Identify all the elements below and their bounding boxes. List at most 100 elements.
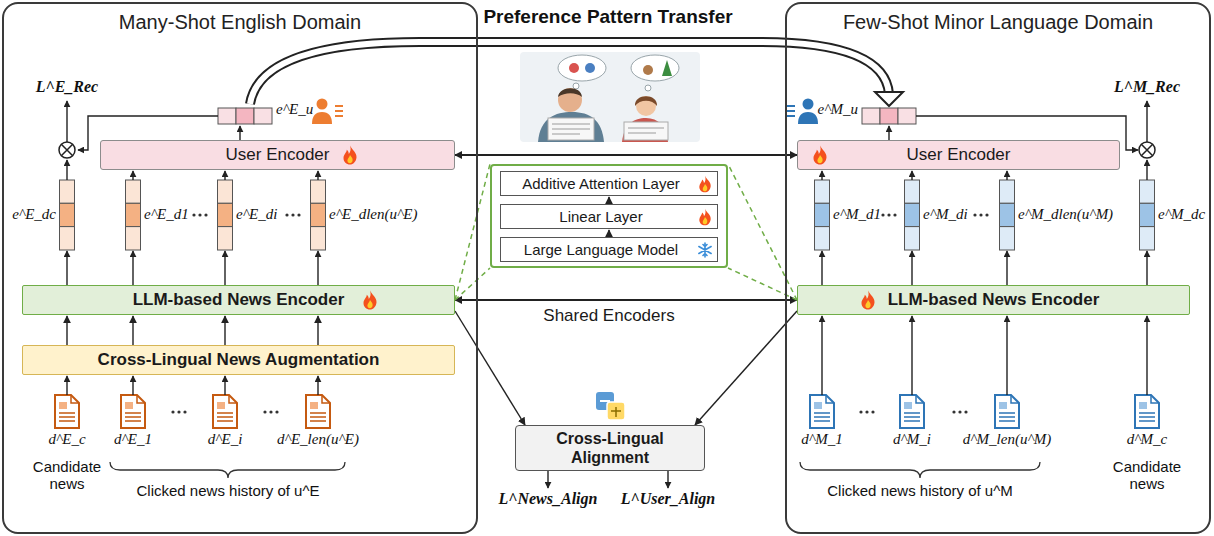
news-embedding [60, 203, 75, 226]
news-document-icon [999, 402, 1007, 409]
ellipsis-dots [177, 410, 180, 413]
flow-arrow [911, 171, 912, 180]
ellipsis-dots [297, 213, 300, 216]
connector-arrow [66, 316, 67, 345]
flow-arrow [911, 251, 912, 285]
news-document-icon [213, 395, 237, 428]
flow-arrow [1006, 171, 1007, 180]
group-caption: Shared Encoders [492, 306, 726, 326]
flow-arrow [224, 171, 225, 180]
trainable-flame-icon [364, 291, 377, 310]
flow-arrow [821, 316, 822, 395]
news-embedding [311, 203, 326, 226]
news-embedding [1000, 180, 1015, 203]
product-operator [61, 144, 72, 155]
augmentation-box: Cross-Lingual News Augmentation [22, 345, 455, 375]
readers-illustration [624, 122, 668, 140]
news-document-icon [1139, 413, 1155, 421]
ellipsis-dots [979, 213, 982, 216]
news-document-icon [1011, 395, 1019, 403]
news-document-icon [306, 395, 330, 428]
ellipsis-dots [859, 410, 862, 413]
flow-arrow [1006, 251, 1007, 285]
trainable-flame-icon [344, 146, 357, 165]
readers-illustration [662, 60, 672, 76]
flow-arrow [888, 126, 889, 140]
connector-arrow [317, 316, 318, 345]
news-embedding [905, 227, 920, 250]
zoom-guide-line [455, 164, 490, 300]
news-embedding [815, 203, 830, 226]
news-document-icon [1139, 402, 1147, 409]
ellipsis-dots [964, 410, 967, 413]
connector-arrow [132, 316, 133, 345]
connector-arrow [455, 154, 797, 156]
connector-arrow [695, 311, 797, 425]
news-document-icon [995, 395, 1019, 428]
news-embedding [218, 180, 233, 250]
readers-illustration [635, 96, 657, 106]
news-document-icon [1151, 395, 1159, 403]
math-symbol: d^E_len(u^E) [277, 431, 359, 448]
encoder-box: LLM-based News Encoder [22, 285, 455, 315]
loss-symbol: L^User_Align [621, 490, 715, 508]
news-document-icon [213, 395, 237, 428]
trainable-flame-icon [347, 155, 352, 163]
product-operator [59, 142, 75, 158]
news-embedding [60, 180, 75, 250]
math-symbol: e^E_d1 [144, 206, 189, 223]
trainable-flame-icon [865, 300, 870, 308]
math-symbol: d^E_1 [114, 431, 152, 448]
trainable-flame-icon [699, 175, 710, 192]
news-document-icon [310, 413, 326, 421]
flow-arrow [67, 101, 1147, 488]
news-document-icon [999, 413, 1015, 421]
readers-illustration [569, 63, 579, 73]
news-document-icon [322, 395, 330, 403]
connector-arrow [455, 311, 525, 425]
math-symbol: e^M_u [818, 101, 858, 118]
news-document-icon [125, 413, 141, 421]
flow-arrow [66, 376, 67, 395]
math-symbol: e^M_di [923, 206, 968, 223]
connector-arrow [608, 230, 609, 237]
news-document-icon [810, 395, 834, 428]
encoder-box: User Encoder [100, 140, 455, 170]
readers-illustration [558, 88, 582, 112]
news-document-icon [121, 395, 145, 428]
news-document-icon [916, 395, 924, 403]
user-icon [787, 106, 795, 116]
user-embedding [898, 108, 916, 124]
news-document-icon [814, 413, 830, 421]
news-document-icon [310, 402, 318, 409]
user-embedding [862, 108, 880, 124]
ellipsis-dots [269, 410, 272, 413]
ellipsis-dots [291, 213, 294, 216]
box-label: Large Language Model [524, 241, 678, 258]
readers-illustration [643, 65, 653, 75]
news-embedding [1140, 180, 1155, 250]
news-embedding [905, 180, 920, 203]
product-operator [1139, 142, 1155, 158]
readers-illustration [552, 124, 590, 134]
flow-arrow [132, 171, 133, 180]
flow-arrow [821, 251, 822, 285]
news-document-icon [59, 402, 67, 409]
user-icon [798, 112, 818, 124]
news-embedding [60, 180, 75, 203]
news-embedding [60, 227, 75, 250]
news-embedding [218, 227, 233, 250]
trainable-flame-icon [703, 184, 708, 191]
trainable-flame-icon [812, 145, 828, 165]
ellipsis-dots [871, 410, 874, 413]
math-symbol: d^M_len(u^M) [963, 431, 1051, 448]
ellipsis-dots [887, 213, 890, 216]
flow-arrow [239, 126, 240, 140]
connector-arrow [455, 155, 797, 156]
translate-icon [596, 392, 625, 420]
layer-box: Linear Layer [500, 204, 718, 229]
readers-illustration [538, 112, 604, 142]
annotation-text: Clicked news history of u^E [137, 482, 320, 499]
news-embedding [311, 227, 326, 250]
readers-illustration [520, 52, 700, 142]
